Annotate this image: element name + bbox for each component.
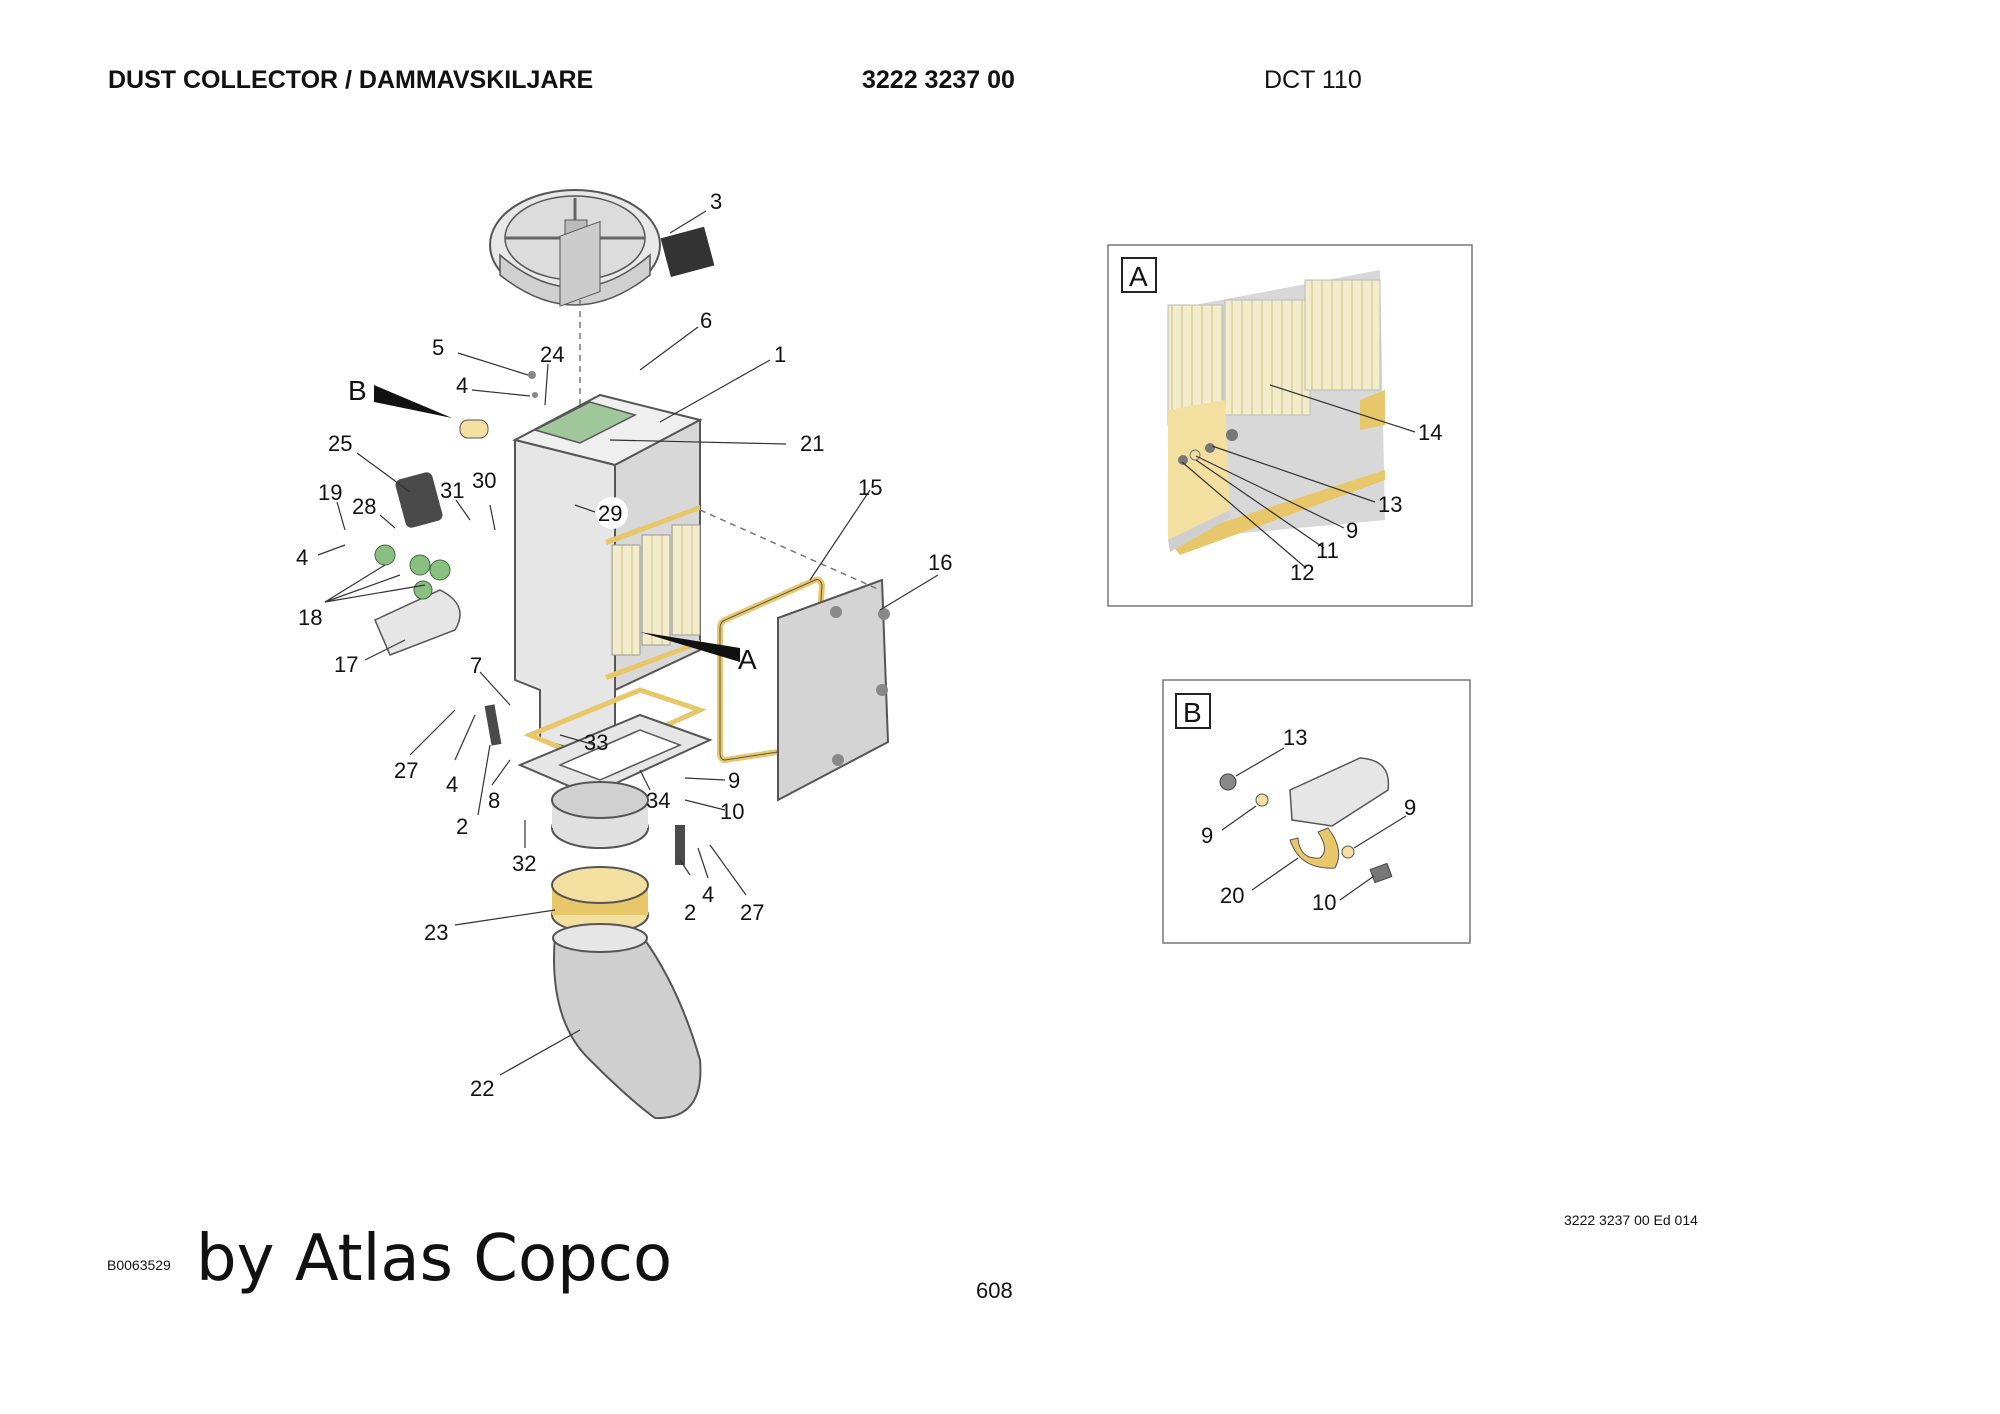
callout-label: B (348, 375, 367, 406)
callout-label: 9 (1346, 518, 1358, 543)
callout-label: 13 (1378, 492, 1402, 517)
callout-label: 9 (1404, 795, 1416, 820)
small-parts (459, 371, 685, 865)
hose-clamp (551, 866, 649, 934)
callout-label: 33 (584, 730, 608, 755)
callout-label: 3 (710, 189, 722, 214)
callout-label: 27 (740, 900, 764, 925)
outlet-hose (553, 933, 702, 1120)
access-door (777, 578, 890, 802)
detail-a-label: A (1129, 261, 1148, 292)
callout-label: 2 (684, 900, 696, 925)
callout-label: 29 (598, 501, 622, 526)
callout-label: 7 (470, 653, 482, 678)
callout-label: 9 (728, 768, 740, 793)
callout-label: 4 (446, 772, 458, 797)
drawing-id: B0063529 (107, 1257, 171, 1273)
callout-label: 16 (928, 550, 952, 575)
callout-label: 4 (702, 882, 714, 907)
brand-watermark-text: by Atlas Copco (196, 1222, 673, 1296)
callout-label: 8 (488, 788, 500, 813)
main-callouts: 3 5 24 6 1 B 4 21 25 19 28 31 30 29 15 1… (296, 189, 952, 1101)
callout-label: 10 (1312, 890, 1336, 915)
callout-label: 23 (424, 920, 448, 945)
callout-label: 27 (394, 758, 418, 783)
callout-label: 11 (1316, 538, 1339, 563)
filter-cartridges (605, 505, 701, 680)
callout-label: 9 (1201, 823, 1213, 848)
callout-label: 32 (512, 851, 536, 876)
callout-label: 10 (720, 799, 744, 824)
detail-b-panel: B 13 9 9 20 10 (1162, 679, 1471, 944)
detail-b-label: B (1183, 697, 1202, 728)
callout-label: 2 (456, 814, 468, 839)
callout-label: 17 (334, 652, 358, 677)
model-name: DCT 110 (1264, 66, 1362, 94)
callout-label: A (738, 644, 757, 675)
callout-label: 31 (440, 478, 464, 503)
callout-label: 25 (328, 431, 352, 456)
fan-unit (489, 189, 715, 306)
callout-label: 18 (298, 605, 322, 630)
detail-a-panel: A 14 13 9 11 12 (1107, 244, 1473, 607)
page-number: 608 (976, 1278, 1013, 1303)
edition-label: 3222 3237 00 Ed 014 (1564, 1212, 1698, 1228)
detail-a-pointer (640, 632, 740, 662)
callout-label: 5 (432, 335, 444, 360)
callout-label: 30 (472, 468, 496, 493)
callout-label: 34 (646, 788, 670, 813)
document-title: DUST COLLECTOR / DAMMAVSKILJARE (108, 66, 594, 94)
callout-label: 24 (540, 342, 564, 367)
callout-label: 19 (318, 480, 342, 505)
callout-label: 6 (700, 308, 712, 333)
callout-label: 13 (1283, 725, 1307, 750)
bottom-frame (517, 687, 713, 849)
callout-label: 1 (774, 342, 786, 367)
callout-label: 4 (456, 373, 468, 398)
callout-label: 21 (800, 431, 824, 456)
part-number: 3222 3237 00 (862, 66, 1015, 94)
callout-label: 14 (1418, 420, 1442, 445)
callout-label: 15 (858, 475, 882, 500)
detail-b-pointer (374, 385, 452, 418)
valve-assembly (374, 472, 461, 656)
leader-lines (317, 210, 939, 1076)
callout-label: 12 (1290, 560, 1314, 585)
callout-label: 20 (1220, 883, 1244, 908)
callout-label: 4 (296, 545, 308, 570)
callout-label: 28 (352, 494, 376, 519)
callout-label: 22 (470, 1076, 494, 1101)
